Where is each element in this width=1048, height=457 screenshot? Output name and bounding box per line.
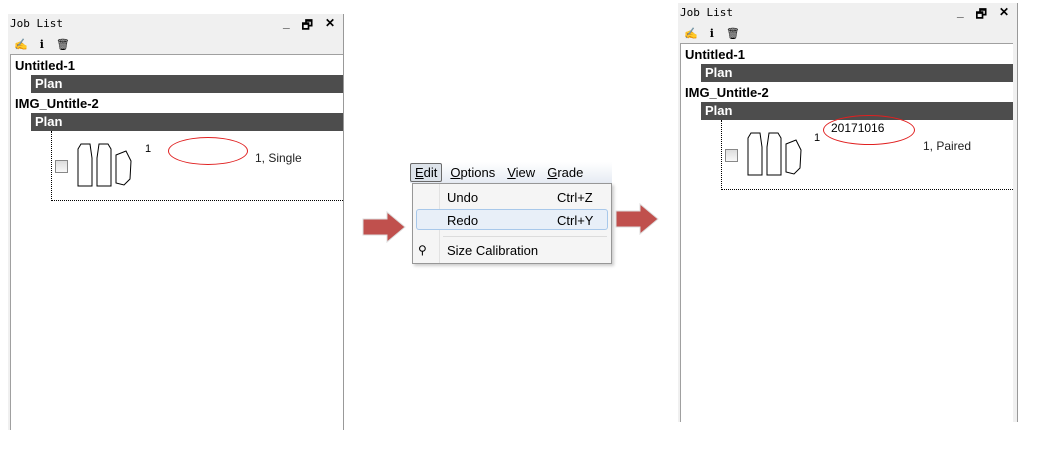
panel-title: Job List — [680, 6, 733, 19]
garment-pieces-icon — [77, 143, 132, 187]
highlight-ellipse — [168, 137, 248, 165]
close-button[interactable]: ✕ — [324, 16, 335, 30]
trash-icon[interactable]: 🗑 — [55, 39, 70, 51]
menu-edit[interactable]: Edit — [410, 163, 443, 182]
minimize-button[interactable]: _ — [282, 16, 290, 30]
menu-separator — [443, 236, 607, 237]
plan-row[interactable]: Plan — [701, 64, 1013, 82]
close-button[interactable]: ✕ — [998, 5, 1009, 19]
item-mode: 1, Paired — [923, 139, 972, 153]
job-list-panel-before: Job List _ 🗗 ✕ ✍ i 🗑 Untitled-1 Plan IMG_Unt… — [8, 14, 344, 430]
plan-item[interactable]: 1 20171016 1, Paired — [721, 115, 1013, 190]
job-untitled-1[interactable]: Untitled-1 — [685, 47, 745, 62]
info-icon[interactable]: i — [39, 38, 44, 51]
restore-button[interactable]: 🗗 — [975, 7, 987, 21]
item-qty: 1 — [814, 132, 821, 144]
arrow-right-icon — [362, 211, 406, 243]
panel-title: Job List — [10, 17, 63, 30]
trash-icon[interactable]: 🗑 — [725, 28, 740, 40]
minimize-button[interactable]: _ — [956, 5, 964, 19]
edit-icon[interactable]: ✍ — [14, 39, 28, 51]
plan-item[interactable]: 1 1, Single — [51, 131, 343, 201]
job-untitled-1[interactable]: Untitled-1 — [15, 58, 75, 73]
job-img-untitle-2[interactable]: IMG_Untitle-2 — [685, 85, 769, 100]
edit-icon[interactable]: ✍ — [684, 28, 698, 40]
calibration-icon: ⚲ — [418, 243, 427, 257]
garment-pieces-icon — [747, 132, 802, 176]
arrow-right-icon — [615, 203, 659, 235]
menu-grade[interactable]: Grade — [547, 165, 584, 180]
menu-view[interactable]: View — [507, 165, 536, 180]
restore-button[interactable]: 🗗 — [301, 18, 313, 32]
info-icon[interactable]: i — [709, 27, 714, 40]
item-checkbox[interactable] — [725, 149, 738, 162]
menu-options[interactable]: Options — [450, 165, 496, 180]
plan-row[interactable]: Plan — [31, 75, 343, 93]
plan-row[interactable]: Plan — [701, 102, 1013, 120]
item-checkbox[interactable] — [55, 160, 68, 173]
item-note: 20171016 — [831, 121, 885, 135]
job-img-untitle-2[interactable]: IMG_Untitle-2 — [15, 96, 99, 111]
plan-row[interactable]: Plan — [31, 113, 343, 131]
menu-item-size-calibration[interactable]: ⚲Size Calibration — [416, 240, 608, 261]
item-mode: 1, Single — [255, 151, 302, 165]
item-qty: 1 — [145, 143, 152, 155]
highlight-ellipse — [823, 115, 915, 145]
job-list-panel-after: Job List _ 🗗 ✕ ✍ i 🗑 Untitled-1 Plan IMG_Unt… — [678, 3, 1018, 422]
menu-bar: Edit Options View Grade — [410, 162, 612, 183]
